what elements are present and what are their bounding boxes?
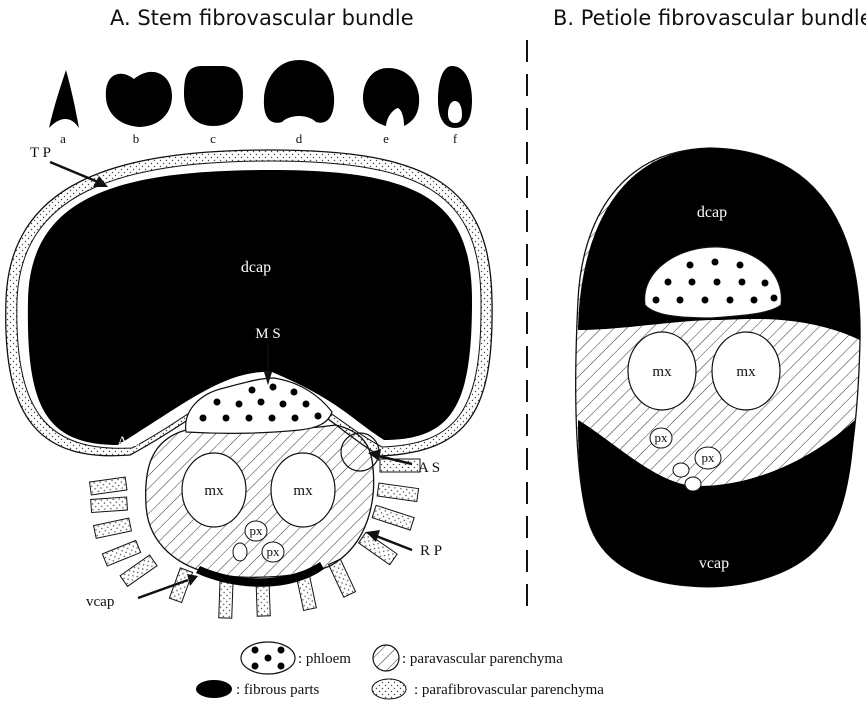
shape-f (438, 66, 472, 128)
label-stem-mx-right: mx (293, 483, 313, 499)
label-petiole-px-left: px (655, 430, 669, 445)
shape-d-label: d (296, 131, 303, 146)
legend: : phloem : paravascular parenchyma : fib… (196, 642, 604, 699)
legend-fibrous-swatch (196, 680, 232, 698)
label-stem-mx-left: mx (204, 483, 224, 499)
shape-f-label: f (453, 131, 458, 146)
paravascular-core (146, 425, 374, 577)
label-tp: T P (30, 145, 51, 161)
shape-e-label: e (383, 131, 389, 146)
label-al: A L (117, 434, 140, 450)
label-rp: R P (420, 543, 442, 559)
stem-bundle: T P dcap M S A L A S mx mx px px R P vca… (6, 145, 492, 618)
label-stem-px-lower: px (267, 544, 281, 559)
legend-phloem-swatch (241, 642, 295, 674)
shape-c (184, 66, 243, 126)
shape-b-label: b (133, 131, 140, 146)
petiole-px-small-b (685, 477, 701, 491)
label-petiole-vcap: vcap (699, 555, 729, 572)
label-stem-dcap: dcap (241, 259, 271, 276)
label-ms: M S (255, 326, 280, 342)
shape-b (106, 72, 172, 127)
legend-parafibrovascular-swatch (372, 679, 406, 699)
shape-e (363, 68, 419, 126)
legend-parafibrovascular: : parafibrovascular parenchyma (414, 682, 604, 698)
label-petiole-dcap: dcap (697, 204, 727, 221)
petiole-px-small-a (673, 463, 689, 477)
shape-d (264, 60, 334, 123)
label-petiole-px-right: px (702, 450, 716, 465)
legend-fibrous: : fibrous parts (236, 682, 319, 698)
legend-paravascular-swatch (373, 645, 399, 671)
stem-px-small (233, 543, 247, 561)
label-petiole-mx-right: mx (736, 364, 756, 380)
label-as: A S (418, 460, 440, 476)
label-stem-px-upper: px (250, 523, 264, 538)
petiole-bundle: dcap mx mx px px vcap (576, 148, 860, 587)
legend-phloem: : phloem (298, 651, 351, 667)
legend-paravascular: : paravascular parenchyma (402, 651, 563, 667)
shape-series: a b c d e f (49, 60, 472, 146)
shape-c-label: c (210, 131, 216, 146)
shape-a-label: a (60, 131, 66, 146)
shape-a (49, 70, 79, 128)
label-stem-vcap: vcap (86, 594, 114, 610)
label-petiole-mx-left: mx (652, 364, 672, 380)
